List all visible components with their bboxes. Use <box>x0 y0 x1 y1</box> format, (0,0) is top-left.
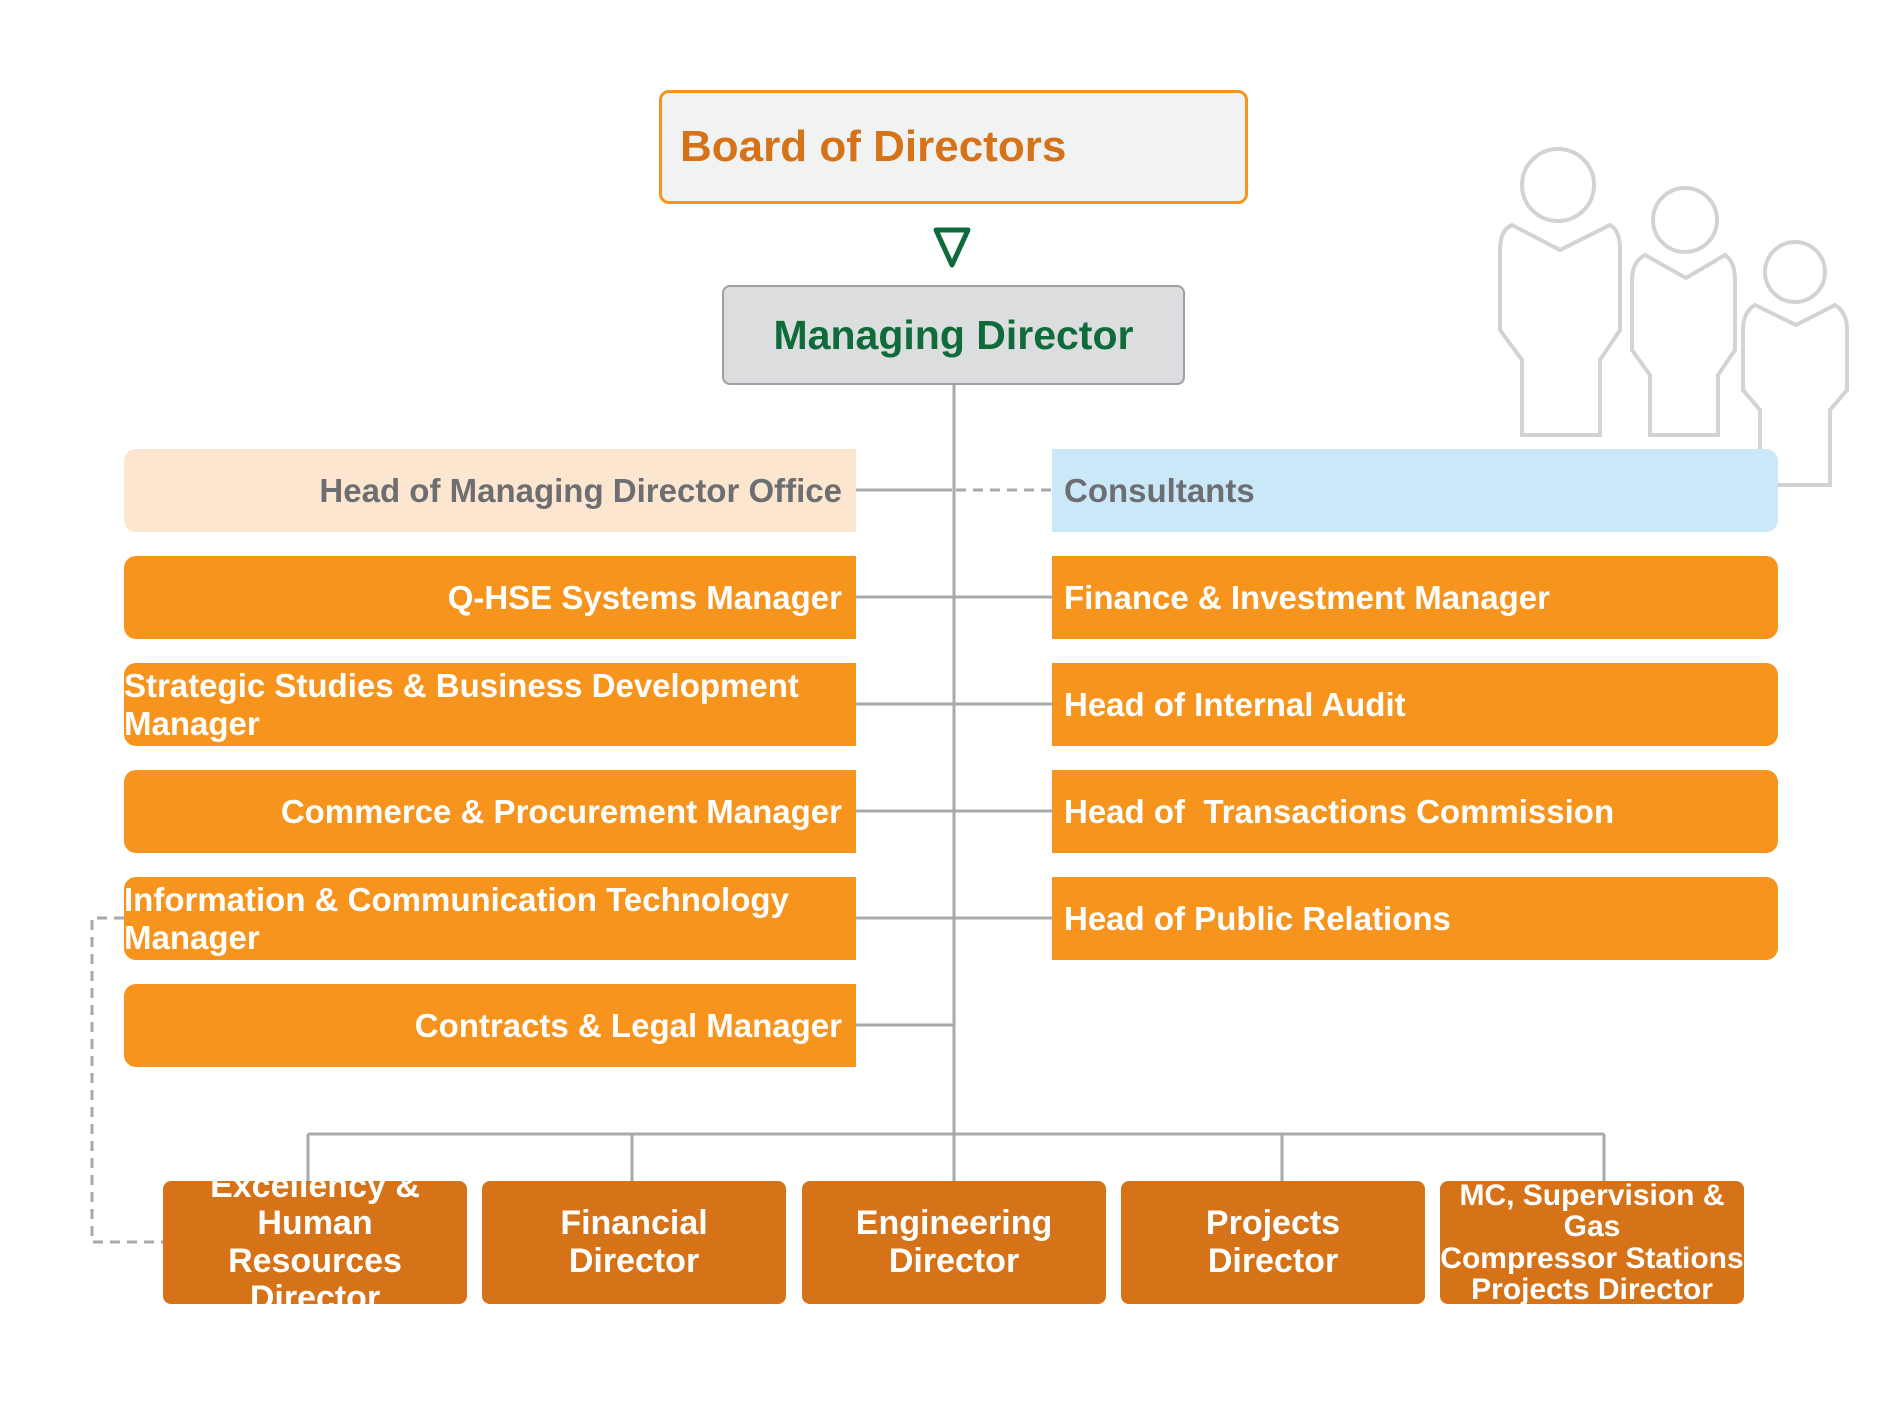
director-label-line3: Projects Director <box>1471 1273 1713 1306</box>
role-label: Head of Managing Director Office <box>319 471 842 509</box>
director-label-line2: Director <box>1207 1241 1339 1280</box>
qhse-manager-box: Q-HSE Systems Manager <box>124 556 856 639</box>
connector-lines <box>306 385 1606 1181</box>
role-label: Information & Communication Technology M… <box>124 880 789 956</box>
director-label-line2: Director <box>888 1241 1020 1280</box>
role-label: Head of Transactions Commission <box>1064 792 1615 830</box>
mc-supervision-projects-director-box: MC, Supervision & Gas Compressor Station… <box>1440 1178 1744 1306</box>
managing-director-box: Managing Director <box>722 285 1185 385</box>
down-triangle-icon <box>933 227 971 268</box>
people-silhouette-icon <box>1498 147 1849 487</box>
director-label-line2: Resources Director <box>228 1241 402 1317</box>
director-label-line2: Director <box>568 1241 700 1280</box>
role-label: Commerce & Procurement Manager <box>280 792 842 830</box>
role-label: Q-HSE Systems Manager <box>447 578 842 616</box>
projects-director-box: Projects Director <box>1121 1181 1425 1304</box>
financial-director-box: Financial Director <box>482 1181 786 1304</box>
managing-director-label: Managing Director <box>773 311 1134 358</box>
engineering-director-box: Engineering Director <box>802 1181 1106 1304</box>
consultants-box: Consultants <box>1052 449 1778 532</box>
board-of-directors-box: Board of Directors <box>659 90 1248 204</box>
director-label-line1: Excellency & Human <box>210 1166 420 1243</box>
finance-investment-manager-box: Finance & Investment Manager <box>1052 556 1778 639</box>
dashed-connectors <box>90 488 1052 1244</box>
role-label: Head of Public Relations <box>1064 899 1451 937</box>
strategic-studies-manager-box: Strategic Studies & Business Development… <box>124 663 856 746</box>
director-label-line1: MC, Supervision & Gas <box>1459 1178 1725 1243</box>
excellency-hr-director-box: Excellency & Human Resources Director <box>163 1167 467 1317</box>
role-label: Finance & Investment Manager <box>1064 578 1550 616</box>
ict-manager-box: Information & Communication Technology M… <box>124 877 856 960</box>
public-relations-box: Head of Public Relations <box>1052 877 1778 960</box>
commerce-procurement-manager-box: Commerce & Procurement Manager <box>124 770 856 853</box>
director-label-line1: Engineering <box>855 1204 1053 1243</box>
contracts-legal-manager-box: Contracts & Legal Manager <box>124 984 856 1067</box>
director-label-line1: Projects <box>1205 1204 1341 1243</box>
role-label: Head of Internal Audit <box>1064 685 1406 723</box>
internal-audit-box: Head of Internal Audit <box>1052 663 1778 746</box>
transactions-commission-box: Head of Transactions Commission <box>1052 770 1778 853</box>
head-md-office-box: Head of Managing Director Office <box>124 449 856 532</box>
director-label-line2: Compressor Stations <box>1440 1241 1744 1275</box>
role-label: Contracts & Legal Manager <box>414 1006 842 1044</box>
director-label-line1: Financial <box>560 1204 708 1243</box>
role-label: Strategic Studies & Business Development… <box>124 666 799 742</box>
role-label: Consultants <box>1064 471 1255 509</box>
board-label: Board of Directors <box>680 122 1067 171</box>
